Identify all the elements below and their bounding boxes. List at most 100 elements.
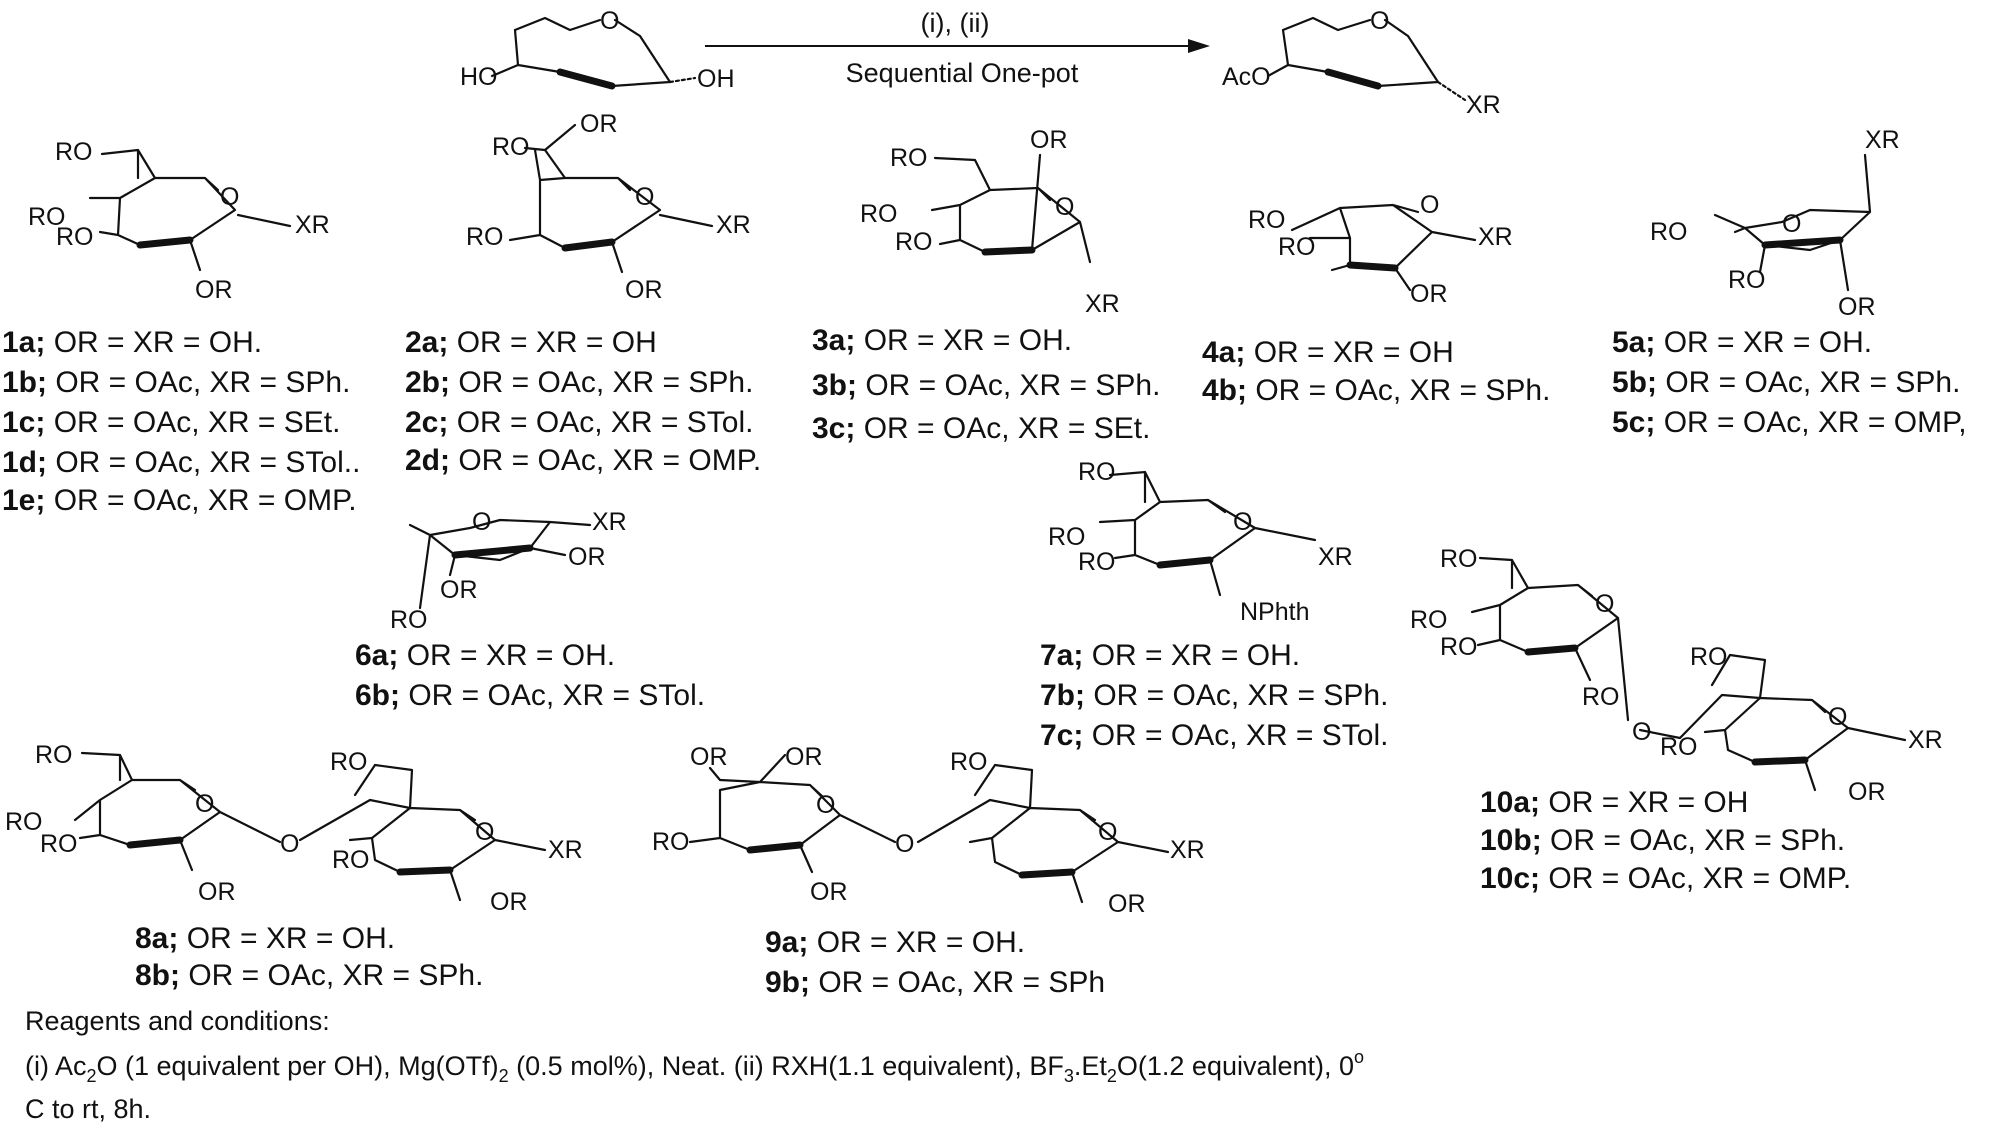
c4-substituent: RO	[28, 203, 66, 231]
c6-substituent: RO	[55, 138, 93, 166]
ring-oxygen-right: O	[475, 818, 494, 846]
hydroxyl-left: HO	[460, 63, 498, 91]
structure-2: OR RO O RO XR OR	[466, 110, 751, 304]
c3-substituent-left: RO	[1440, 633, 1478, 661]
labels-1: 1a; OR = XR = OH. 1b; OR = OAc, XR = SPh…	[2, 326, 360, 517]
arrow-subtitle: Sequential One-pot	[846, 58, 1079, 88]
c3-substituent: RO	[1728, 266, 1766, 294]
label-line: 8a; OR = XR = OH.	[135, 922, 395, 955]
structure-10: RO RO RO O RO O RO O RO XR OR	[1410, 545, 1943, 806]
anomeric-substituent: XR	[1865, 126, 1900, 154]
c6-substituent: OR	[580, 110, 618, 138]
anomeric-substituent: XR	[295, 211, 330, 239]
ring-oxygen: O	[600, 7, 619, 35]
anomeric-substituent: XR	[1478, 223, 1513, 251]
labels-3: 3a; OR = XR = OH. 3b; OR = OAc, XR = SPh…	[812, 324, 1160, 445]
ring-oxygen: O	[1420, 191, 1439, 219]
labels-9: 9a; OR = XR = OH. 9b; OR = OAc, XR = SPh	[765, 926, 1105, 999]
ring-oxygen: O	[1370, 7, 1389, 35]
c3-substituent: RO	[895, 228, 933, 256]
label-line: 9b; OR = OAc, XR = SPh	[765, 966, 1105, 999]
anomeric-substituent: XR	[548, 836, 583, 864]
structure-7: RO O RO RO XR NPhth	[1048, 458, 1353, 626]
c2-substituent: OR	[1838, 293, 1876, 321]
structure-9: OR OR RO O RO O OR O XR OR	[652, 743, 1205, 918]
label-line: 1c; OR = OAc, XR = SEt.	[2, 406, 340, 439]
c4-substituent: RO	[1650, 218, 1688, 246]
anomeric-substituent: XR	[716, 211, 751, 239]
label-line: 2c; OR = OAc, XR = STol.	[405, 406, 753, 439]
c4-substituent: RO	[390, 606, 428, 634]
label-line: 10c; OR = OAc, XR = OMP.	[1480, 862, 1851, 895]
ring-oxygen-left: O	[816, 791, 835, 819]
label-line: 2d; OR = OAc, XR = OMP.	[405, 444, 761, 477]
label-line: 10b; OR = OAc, XR = SPh.	[1480, 824, 1845, 857]
c6-substituent-right: RO	[950, 748, 988, 776]
conditions-line-2: C to rt, 8h.	[25, 1094, 151, 1124]
label-line: 9a; OR = XR = OH.	[765, 926, 1025, 959]
arrow-conditions: (i), (ii)	[921, 8, 990, 38]
reaction-arrow: (i), (ii) Sequential One-pot	[705, 8, 1210, 88]
labels-10: 10a; OR = XR = OH 10b; OR = OAc, XR = SP…	[1480, 786, 1851, 895]
labels-8: 8a; OR = XR = OH. 8b; OR = OAc, XR = SPh…	[135, 922, 483, 992]
label-line: 7c; OR = OAc, XR = STol.	[1040, 719, 1388, 752]
product-structure: O AcO XR	[1222, 7, 1501, 119]
c4-substituent-left: RO	[5, 808, 43, 836]
glycosidic-oxygen: O	[280, 830, 299, 858]
label-line: 3c; OR = OAc, XR = SEt.	[812, 412, 1150, 445]
c2-substituent-right: OR	[1848, 778, 1886, 806]
label-line: 6b; OR = OAc, XR = STol.	[355, 679, 705, 712]
c6-substituent: RO	[1078, 458, 1116, 486]
c2-substituent-right: OR	[490, 888, 528, 916]
anomeric-substituent: XR	[1318, 543, 1353, 571]
label-line: 2a; OR = XR = OH	[405, 326, 657, 359]
anomeric-substituent: XR	[1908, 726, 1943, 754]
anomeric-substituent: XR	[1170, 836, 1205, 864]
c6-substituent-left: RO	[35, 741, 73, 769]
label-line: 1b; OR = OAc, XR = SPh.	[2, 366, 350, 399]
structure-6: O XR OR OR RO	[390, 508, 627, 634]
labels-6: 6a; OR = XR = OH. 6b; OR = OAc, XR = STo…	[355, 639, 705, 712]
c2-substituent: OR	[195, 276, 233, 304]
labels-4: 4a; OR = XR = OH 4b; OR = OAc, XR = SPh.	[1202, 336, 1550, 407]
glycosidic-oxygen: O	[895, 830, 914, 858]
label-line: 1e; OR = OAc, XR = OMP.	[2, 484, 357, 517]
c3-substituent: RO	[1078, 548, 1116, 576]
c2-substituent: NPhth	[1240, 598, 1309, 626]
c3-substituent: RO	[56, 223, 94, 251]
ring-oxygen-left: O	[195, 790, 214, 818]
structure-5: XR O RO RO OR	[1650, 126, 1900, 321]
conditions-block: Reagents and conditions: (i) Ac2O (1 equ…	[25, 1006, 1364, 1124]
label-line: 1d; OR = OAc, XR = STol..	[2, 446, 360, 479]
c6-substituent-left: RO	[1440, 545, 1478, 573]
c3-substituent-right: RO	[332, 846, 370, 874]
label-line: 5b; OR = OAc, XR = SPh.	[1612, 366, 1960, 399]
ring-oxygen-right: O	[1828, 703, 1847, 731]
c3-substituent: RO	[466, 223, 504, 251]
c4-substituent-left: OR	[690, 743, 728, 771]
ring-oxygen-right: O	[1098, 818, 1117, 846]
label-line: 4a; OR = XR = OH	[1202, 336, 1454, 369]
ring-oxygen: O	[635, 183, 654, 211]
c2-substituent-left: OR	[198, 878, 236, 906]
glycosidic-oxygen: O	[1632, 718, 1651, 746]
c4-substituent: RO	[1048, 523, 1086, 551]
ring-oxygen: O	[220, 183, 239, 211]
acetoxy-group: AcO	[1222, 63, 1271, 91]
label-line: 3a; OR = XR = OH.	[812, 324, 1072, 357]
c6-substituent-left: OR	[785, 743, 823, 771]
label-line: 2b; OR = OAc, XR = SPh.	[405, 366, 753, 399]
c2-substituent-right: OR	[1108, 890, 1146, 918]
labels-7: 7a; OR = XR = OH. 7b; OR = OAc, XR = SPh…	[1040, 639, 1388, 752]
anomeric-substituent: XR	[1085, 290, 1120, 318]
c6-substituent-right: RO	[330, 748, 368, 776]
anomeric-hydroxyl: OH	[697, 65, 735, 93]
conditions-line-1: (i) Ac2O (1 equivalent per OH), Mg(OTf)2…	[25, 1047, 1364, 1086]
c3-substituent-right: RO	[1660, 733, 1698, 761]
aglycone-group: XR	[1466, 91, 1501, 119]
ring-oxygen-left: O	[1595, 590, 1614, 618]
structure-1: RO O RO RO XR OR	[28, 138, 330, 304]
c4-substituent-left: RO	[1410, 606, 1448, 634]
conditions-heading: Reagents and conditions:	[25, 1006, 330, 1036]
